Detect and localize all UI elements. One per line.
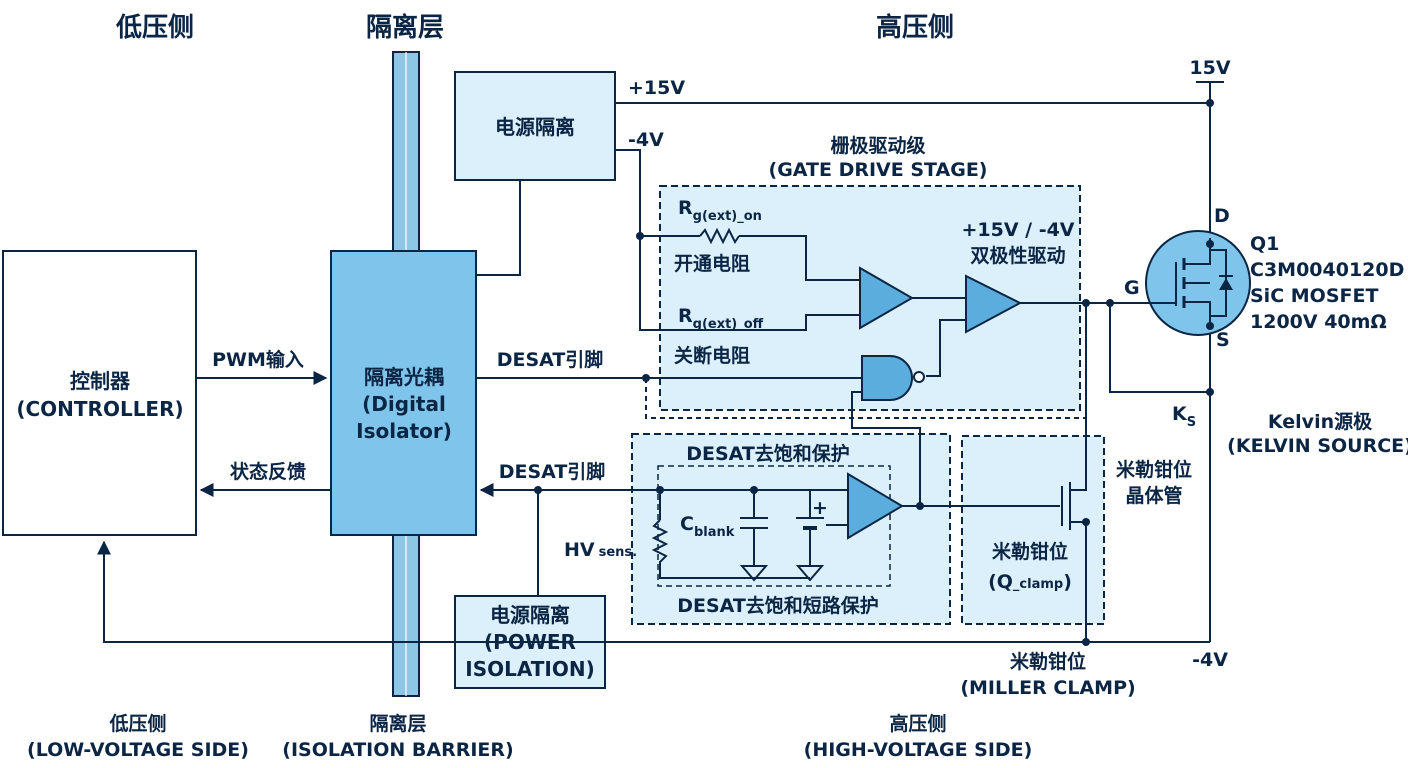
isolator-label-en2: Isolator)	[356, 419, 452, 443]
desat-comparator	[847, 472, 904, 540]
minus4v-bottom-label: -4V	[1192, 649, 1228, 671]
rg-on-cn-label: 开通电阻	[674, 252, 750, 275]
desat-title: DESAT去饱和保护	[686, 442, 850, 465]
footer-high-side: 高压侧	[889, 712, 946, 735]
mosfet-type-label: SiC MOSFET	[1250, 285, 1378, 307]
controller-block[interactable]: 控制器 (CONTROLLER)	[2, 250, 197, 536]
footer-barrier: 隔离层	[369, 712, 426, 735]
footer-low-side-en: (LOW-VOLTAGE SIDE)	[27, 739, 249, 761]
mosfet-part-label: C3M0040120D	[1250, 259, 1404, 281]
digital-isolator-block[interactable]: 隔离光耦 (Digital Isolator)	[330, 250, 477, 536]
miller-transistor-label2: 晶体管	[1125, 484, 1182, 507]
controller-label: 控制器	[70, 369, 131, 393]
kelvin-source-label: Kelvin源极	[1268, 410, 1373, 433]
controller-label-en: (CONTROLLER)	[16, 397, 183, 421]
bipolar-driver-buffer	[965, 274, 1023, 334]
header-high-side: 高压侧	[876, 12, 954, 43]
low-side-wires	[97, 180, 605, 643]
header-barrier: 隔离层	[366, 12, 444, 43]
miller-transistor-label: 米勒钳位	[1116, 458, 1192, 481]
desat-footer: DESAT去饱和短路保护	[677, 594, 879, 617]
pwm-input-label: PWM输入	[212, 348, 304, 371]
junction-dots	[534, 99, 1214, 646]
desat-pin-bottom-label: DESAT引脚	[499, 461, 606, 483]
power-iso-bottom-label: 电源隔离	[490, 603, 570, 627]
header-low-side: 低压侧	[115, 13, 194, 43]
power-iso-bottom-label-en2: ISOLATION)	[465, 657, 594, 681]
isolator-label: 隔离光耦	[364, 365, 444, 389]
rg-on-label: Rg(ext)_on	[678, 197, 762, 224]
kelvin-source-label-en: (KELVIN SOURCE)	[1227, 435, 1408, 457]
power-isolation-top-block[interactable]: 电源隔离	[454, 71, 616, 181]
mosfet-name-label: Q1	[1250, 233, 1279, 255]
pin-s-label: S	[1216, 329, 1230, 351]
miller-bottom-label-en: (MILLER CLAMP)	[960, 677, 1135, 699]
desat-pin-top-label: DESAT引脚	[497, 349, 604, 371]
power-iso-top-label: 电源隔离	[495, 115, 575, 139]
pin-d-label: D	[1214, 205, 1230, 227]
bipolar-drive-label: 双极性驱动	[970, 244, 1065, 267]
rail-15v-label: 15V	[1189, 57, 1230, 79]
footer-barrier-en: (ISOLATION BARRIER)	[282, 739, 513, 761]
mosfet-rating-label: 1200V 40mΩ	[1250, 311, 1387, 333]
desat-protection-region	[631, 433, 951, 625]
footer-high-side-en: (HIGH-VOLTAGE SIDE)	[804, 739, 1033, 761]
status-feedback-label: 状态反馈	[230, 460, 306, 483]
cblank-label: Cblank	[680, 513, 735, 540]
rg-off-cn-label: 关断电阻	[674, 344, 750, 367]
isolator-label-en1: (Digital	[362, 392, 446, 416]
gate-stage-title: 栅极驱动级	[830, 134, 925, 157]
plus15v-label: +15V	[628, 77, 685, 99]
bipolar-voltage-label: +15V / -4V	[961, 219, 1074, 241]
rg-off-label: Rg(ext)_off	[678, 305, 764, 332]
plus-mark: +	[812, 497, 828, 519]
minus4v-top-label: -4V	[628, 129, 664, 151]
miller-inner-sub-label: (Q_clamp)	[988, 571, 1072, 593]
miller-inner-label: 米勒钳位	[992, 540, 1068, 563]
gate-stage-title-en: (GATE DRIVE STAGE)	[769, 159, 988, 181]
sic-mosfet-symbol	[1142, 230, 1251, 336]
miller-bottom-label: 米勒钳位	[1010, 650, 1086, 673]
nand-gate	[861, 355, 925, 401]
pin-g-label: G	[1124, 277, 1140, 299]
high-side-wires	[476, 81, 1224, 643]
pre-driver-buffer	[859, 266, 915, 330]
footer-low-side: 低压侧	[108, 712, 166, 735]
miller-clamp-region	[961, 435, 1105, 625]
kelvin-ks-label: KS	[1172, 403, 1196, 430]
